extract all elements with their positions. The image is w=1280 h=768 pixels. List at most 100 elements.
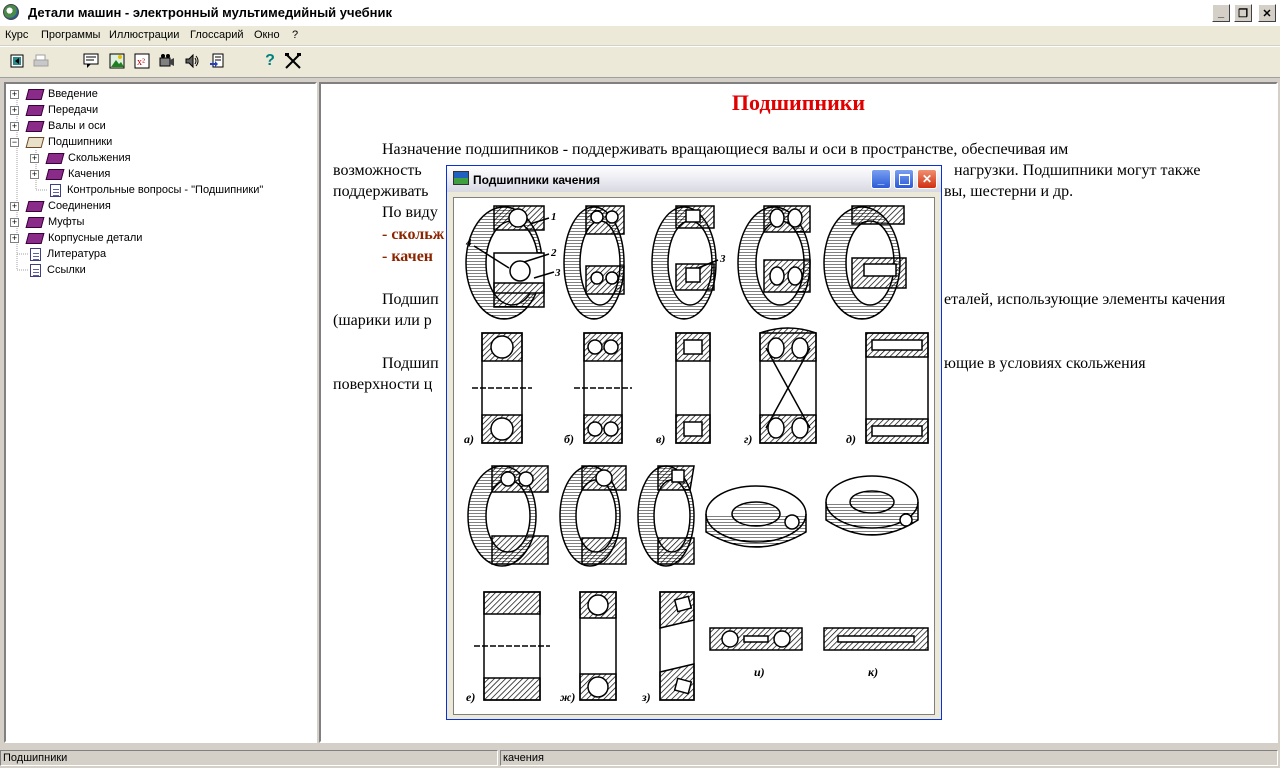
- close-button[interactable]: ✕: [1258, 4, 1276, 22]
- expand-icon[interactable]: +: [10, 120, 19, 131]
- section-a: [472, 332, 532, 444]
- book-icon: [46, 168, 63, 180]
- video-button[interactable]: [158, 52, 176, 70]
- collapse-icon[interactable]: −: [10, 136, 19, 147]
- caption-d: д): [846, 432, 856, 446]
- paragraph-3-line-1b: еталей, использующие элементы качения: [944, 291, 1226, 308]
- tree-item-label: Литература: [47, 248, 107, 260]
- tree-item-vvedenie[interactable]: + Введение: [10, 86, 98, 102]
- menu-help[interactable]: ?: [292, 29, 299, 41]
- tree-item-korpusnye[interactable]: + Корпусные детали: [10, 230, 142, 246]
- tree-item-label: Подшипники: [48, 136, 113, 148]
- tree-item-ssylki[interactable]: Ссылки: [30, 262, 86, 278]
- print-button[interactable]: [32, 52, 50, 70]
- app-icon[interactable]: [3, 4, 19, 20]
- book-icon: [26, 88, 43, 100]
- document-icon: [30, 263, 41, 277]
- expand-icon[interactable]: +: [30, 152, 39, 163]
- callout-1: 1: [551, 211, 557, 223]
- tree-item-label: Введение: [48, 88, 98, 100]
- popup-maximize-button[interactable]: [894, 169, 914, 189]
- minimize-icon: _: [877, 172, 885, 186]
- sound-icon: [185, 53, 199, 69]
- paragraph-1-line-2b: нагрузки. Подшипники могут также: [954, 162, 1201, 179]
- tree-item-kacheniya[interactable]: + Качения: [30, 166, 110, 182]
- tree-item-literatura[interactable]: Литература: [30, 246, 106, 262]
- caption-k: к): [868, 665, 878, 679]
- tree-item-soedineniya[interactable]: + Соединения: [10, 198, 111, 214]
- caption-z: з): [641, 690, 651, 704]
- image-button[interactable]: [108, 52, 126, 70]
- tree-item-podshipniki[interactable]: − Подшипники: [10, 134, 112, 150]
- menu-window[interactable]: Окно: [254, 29, 280, 41]
- tree-item-label: Валы и оси: [48, 120, 106, 132]
- expand-icon[interactable]: +: [10, 200, 19, 211]
- minimize-icon: _: [1217, 7, 1225, 19]
- paragraph-2: По виду: [382, 204, 438, 221]
- popup-app-icon: [453, 171, 469, 185]
- bearing-ball-3d: [465, 205, 545, 320]
- minimize-button[interactable]: _: [1212, 4, 1230, 22]
- paragraph-3-line-1a: Подшип: [382, 291, 439, 308]
- expand-icon[interactable]: +: [10, 104, 19, 115]
- status-topic: качения: [500, 750, 1278, 766]
- status-section: Подшипники: [0, 750, 498, 766]
- tree-item-label: Ссылки: [47, 264, 86, 276]
- menu-glossary[interactable]: Глоссарий: [190, 29, 244, 41]
- menu-programs[interactable]: Программы: [41, 29, 101, 41]
- expand-icon[interactable]: +: [10, 88, 19, 99]
- help-icon: ?: [265, 52, 275, 69]
- section-b: [574, 332, 632, 444]
- tree-item-valy[interactable]: + Валы и оси: [10, 118, 106, 134]
- comment-button[interactable]: [82, 52, 100, 70]
- rolling-bearings-window[interactable]: Подшипники качения _ ✕: [446, 165, 942, 720]
- caption-i: и): [754, 665, 765, 679]
- contents-tree: + Введение + Передачи + Валы и оси − Под…: [4, 82, 317, 743]
- paragraph-1-line-2a: возможность: [333, 162, 422, 179]
- callout-2: 2: [550, 247, 557, 259]
- menu-illustrations[interactable]: Иллюстрации: [109, 29, 180, 41]
- tree-item-kontrolnye-voprosy[interactable]: Контрольные вопросы - "Подшипники": [50, 182, 263, 198]
- book-icon: [46, 152, 63, 164]
- bearings-drawing: 1 2 3 4 3: [464, 205, 929, 704]
- exit-document-button[interactable]: [208, 52, 226, 70]
- tree-item-label: Муфты: [48, 216, 85, 228]
- section-g: [759, 327, 817, 444]
- bearing-double-ball-3d: [563, 205, 625, 320]
- caption-zh: ж): [560, 690, 575, 704]
- sound-button[interactable]: [183, 52, 201, 70]
- tree-item-peredachi[interactable]: + Передачи: [10, 102, 98, 118]
- bearing-spherical-roller-3d: [737, 205, 811, 320]
- comment-icon: [83, 53, 99, 68]
- section-v: [675, 332, 711, 444]
- type-sliding-link[interactable]: - скольж: [382, 226, 445, 243]
- paragraph-4-line-1a: Подшип: [382, 355, 439, 372]
- book-icon: [26, 200, 43, 212]
- popup-minimize-button[interactable]: _: [871, 169, 891, 189]
- book-icon: [26, 104, 43, 116]
- title-bar: Детали машин - электронный мультимедийны…: [0, 0, 1280, 27]
- paragraph-1-line-3b: вы, шестерни и др.: [944, 183, 1074, 200]
- back-button[interactable]: [8, 52, 26, 70]
- help-button[interactable]: ?: [261, 52, 279, 70]
- paragraph-3-line-2: (шарики или р: [333, 312, 432, 329]
- tree-item-mufty[interactable]: + Муфты: [10, 214, 84, 230]
- popup-title-bar[interactable]: Подшипники качения _ ✕: [447, 166, 941, 192]
- section-zh: [579, 591, 617, 701]
- caption-v: в): [656, 432, 665, 446]
- formula-button[interactable]: x²: [133, 52, 151, 70]
- tree-item-label: Соединения: [48, 200, 111, 212]
- expand-icon[interactable]: +: [30, 168, 39, 179]
- caption-g: г): [744, 432, 752, 446]
- type-rolling-link[interactable]: - качен: [382, 248, 434, 265]
- menu-kurs[interactable]: Курс: [5, 29, 29, 41]
- restore-button[interactable]: ❐: [1234, 4, 1252, 22]
- tools-button[interactable]: [284, 52, 302, 70]
- expand-icon[interactable]: +: [10, 216, 19, 227]
- bearing-thrust-2: [825, 475, 919, 536]
- expand-icon[interactable]: +: [10, 232, 19, 243]
- document-icon: [50, 183, 61, 197]
- popup-close-button[interactable]: ✕: [917, 169, 937, 189]
- tree-item-skolzheniya[interactable]: + Скольжения: [30, 150, 131, 166]
- caption-e: е): [466, 690, 475, 704]
